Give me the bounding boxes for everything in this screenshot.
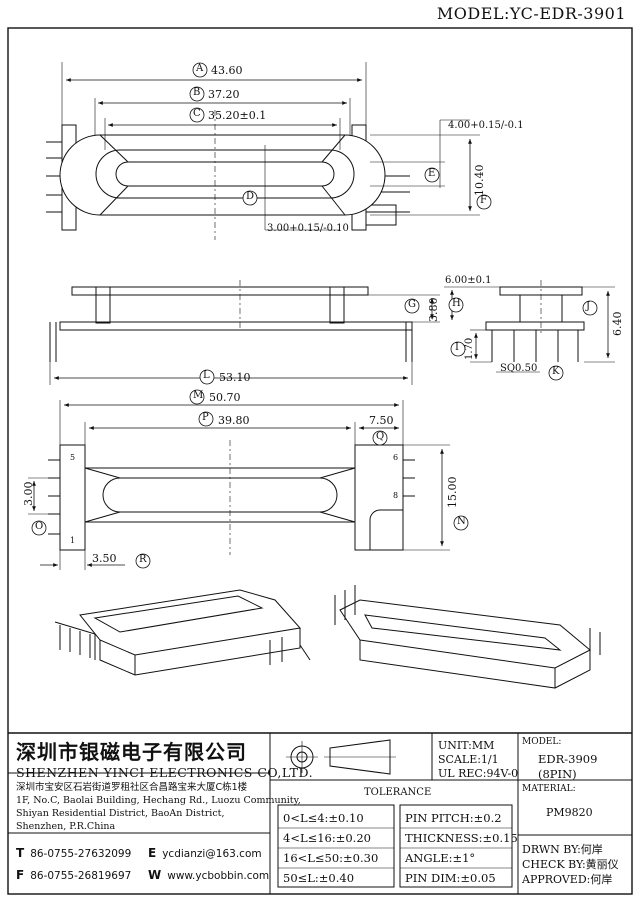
- material-value: PM9820: [546, 806, 593, 819]
- dim-P-value: 39.80: [218, 414, 250, 427]
- tolerance-pin-dim: PIN DIM:±0.05: [405, 871, 496, 885]
- pin-number: 8: [393, 491, 399, 500]
- dim-J-value: 6.40: [611, 311, 624, 337]
- tolerance-row: 50≤L:±0.40: [283, 871, 355, 885]
- dim-A-letter: A: [196, 63, 204, 74]
- tolerance-angle: ANGLE:±1°: [405, 851, 476, 865]
- pin-number: 5: [70, 453, 76, 462]
- unit-spec: UNIT:MM: [438, 739, 495, 752]
- email-label: E: [148, 846, 157, 860]
- dim-F-letter: F: [480, 195, 487, 206]
- dim-L-value: 53.10: [219, 371, 251, 384]
- pin-number: 1: [70, 536, 76, 545]
- title-block: [8, 732, 632, 894]
- dim-I-value: 1.70: [464, 337, 475, 360]
- dim-H-letter: H: [452, 298, 461, 309]
- dim-L-letter: L: [203, 370, 210, 381]
- dim-D-letter: D: [246, 191, 255, 202]
- email-value: ycdianzi@163.com: [162, 848, 262, 860]
- dim-D-value: 3.00+0.15/-0.10: [267, 223, 349, 234]
- address-cn: 深圳市宝安区石岩街道罗租社区合昌路宝来大厦C栋1楼: [16, 782, 248, 793]
- dim-J-letter: J: [586, 301, 591, 312]
- sheet-border: [7, 27, 633, 895]
- address-en-1: 1F, No.C, Baolai Building, Hechang Rd., …: [16, 795, 301, 806]
- material-label: MATERIAL:: [522, 784, 576, 794]
- phone-label: T: [16, 846, 25, 860]
- bottom-view: [28, 400, 450, 570]
- dim-I-letter: I: [455, 342, 459, 353]
- model-title: MODEL:YC-EDR-3901: [436, 4, 626, 23]
- tolerance-row: 16<L≤50:±0.30: [283, 851, 379, 865]
- dim-C-letter: C: [193, 108, 201, 119]
- front-view: [49, 280, 440, 385]
- dim-O-letter: O: [35, 521, 44, 532]
- ul-spec: UL REC:94V-0: [438, 767, 519, 780]
- tolerance-thickness: THICKNESS:±0.15: [405, 831, 518, 845]
- drawn-by: DRWN BY:何岸: [522, 843, 603, 856]
- isometric-left: [54, 589, 311, 676]
- dim-N-letter: N: [457, 516, 466, 527]
- dim-B-letter: B: [193, 87, 201, 98]
- dim-labels: [31, 62, 598, 569]
- phone: T 86-0755-27632099: [16, 846, 131, 861]
- dim-Q-letter: Q: [376, 431, 385, 442]
- projection-symbol-icon: [286, 739, 396, 775]
- model-label: MODEL:: [522, 737, 562, 747]
- checked-by: CHECK BY:黄丽仪: [522, 858, 619, 871]
- tolerance-title: TOLERANCE: [364, 787, 432, 798]
- company-name-cn: 深圳市银磁电子有限公司: [16, 740, 247, 764]
- model-value: EDR-3909: [538, 752, 598, 766]
- side-view: [444, 280, 615, 373]
- fax-value: 86-0755-26819697: [30, 870, 132, 882]
- dim-H-value: 6.00±0.1: [445, 275, 492, 286]
- dim-F-value: 10.40: [473, 164, 486, 197]
- dim-O-value: 3.00: [22, 481, 35, 507]
- dim-R-value: 3.50: [92, 552, 117, 565]
- tolerance-row: 4<L≤16:±0.20: [283, 831, 371, 845]
- dim-K-letter: K: [552, 366, 560, 377]
- approved-by: APPROVED:何岸: [522, 873, 613, 886]
- pin-number: 6: [393, 453, 399, 462]
- dim-P-letter: P: [202, 412, 209, 423]
- dim-E-letter: E: [428, 168, 436, 179]
- website-value: www.ycbobbin.com: [167, 870, 270, 882]
- website-label: W: [148, 868, 162, 882]
- tolerance-row: 0<L≤4:±0.10: [283, 811, 364, 825]
- company-name-en: SHENZHEN YINCI ELECTRONICS CO,LTD.: [16, 765, 314, 780]
- dim-B-value: 37.20: [208, 88, 240, 101]
- isometric-right: [334, 585, 601, 689]
- dim-R-letter: R: [139, 554, 147, 565]
- dim-Q-value: 7.50: [369, 414, 394, 427]
- dim-K-value: SQ0.50: [500, 363, 538, 374]
- dim-G-letter: G: [408, 299, 416, 310]
- address-en-3: Shenzhen, P.R.China: [16, 821, 116, 832]
- dim-E-value: 4.00+0.15/-0.1: [448, 120, 524, 131]
- fax: F 86-0755-26819697: [16, 868, 131, 883]
- address-en-2: Shiyan Residential District, BaoAn Distr…: [16, 808, 225, 819]
- model-pins: (8PIN): [538, 767, 577, 781]
- top-view: [46, 62, 480, 240]
- dim-N-value: 15.00: [446, 476, 459, 509]
- dim-M-letter: M: [193, 390, 204, 401]
- dim-G-value: 3.80: [427, 297, 440, 323]
- dim-C-value: 35.20±0.1: [208, 109, 267, 122]
- tolerance-pin-pitch: PIN PITCH:±0.2: [405, 811, 502, 825]
- dim-A-value: 43.60: [211, 64, 243, 77]
- scale-spec: SCALE:1/1: [438, 753, 499, 766]
- phone-value: 86-0755-27632099: [30, 848, 132, 860]
- dim-M-value: 50.70: [209, 391, 241, 404]
- fax-label: F: [16, 868, 25, 882]
